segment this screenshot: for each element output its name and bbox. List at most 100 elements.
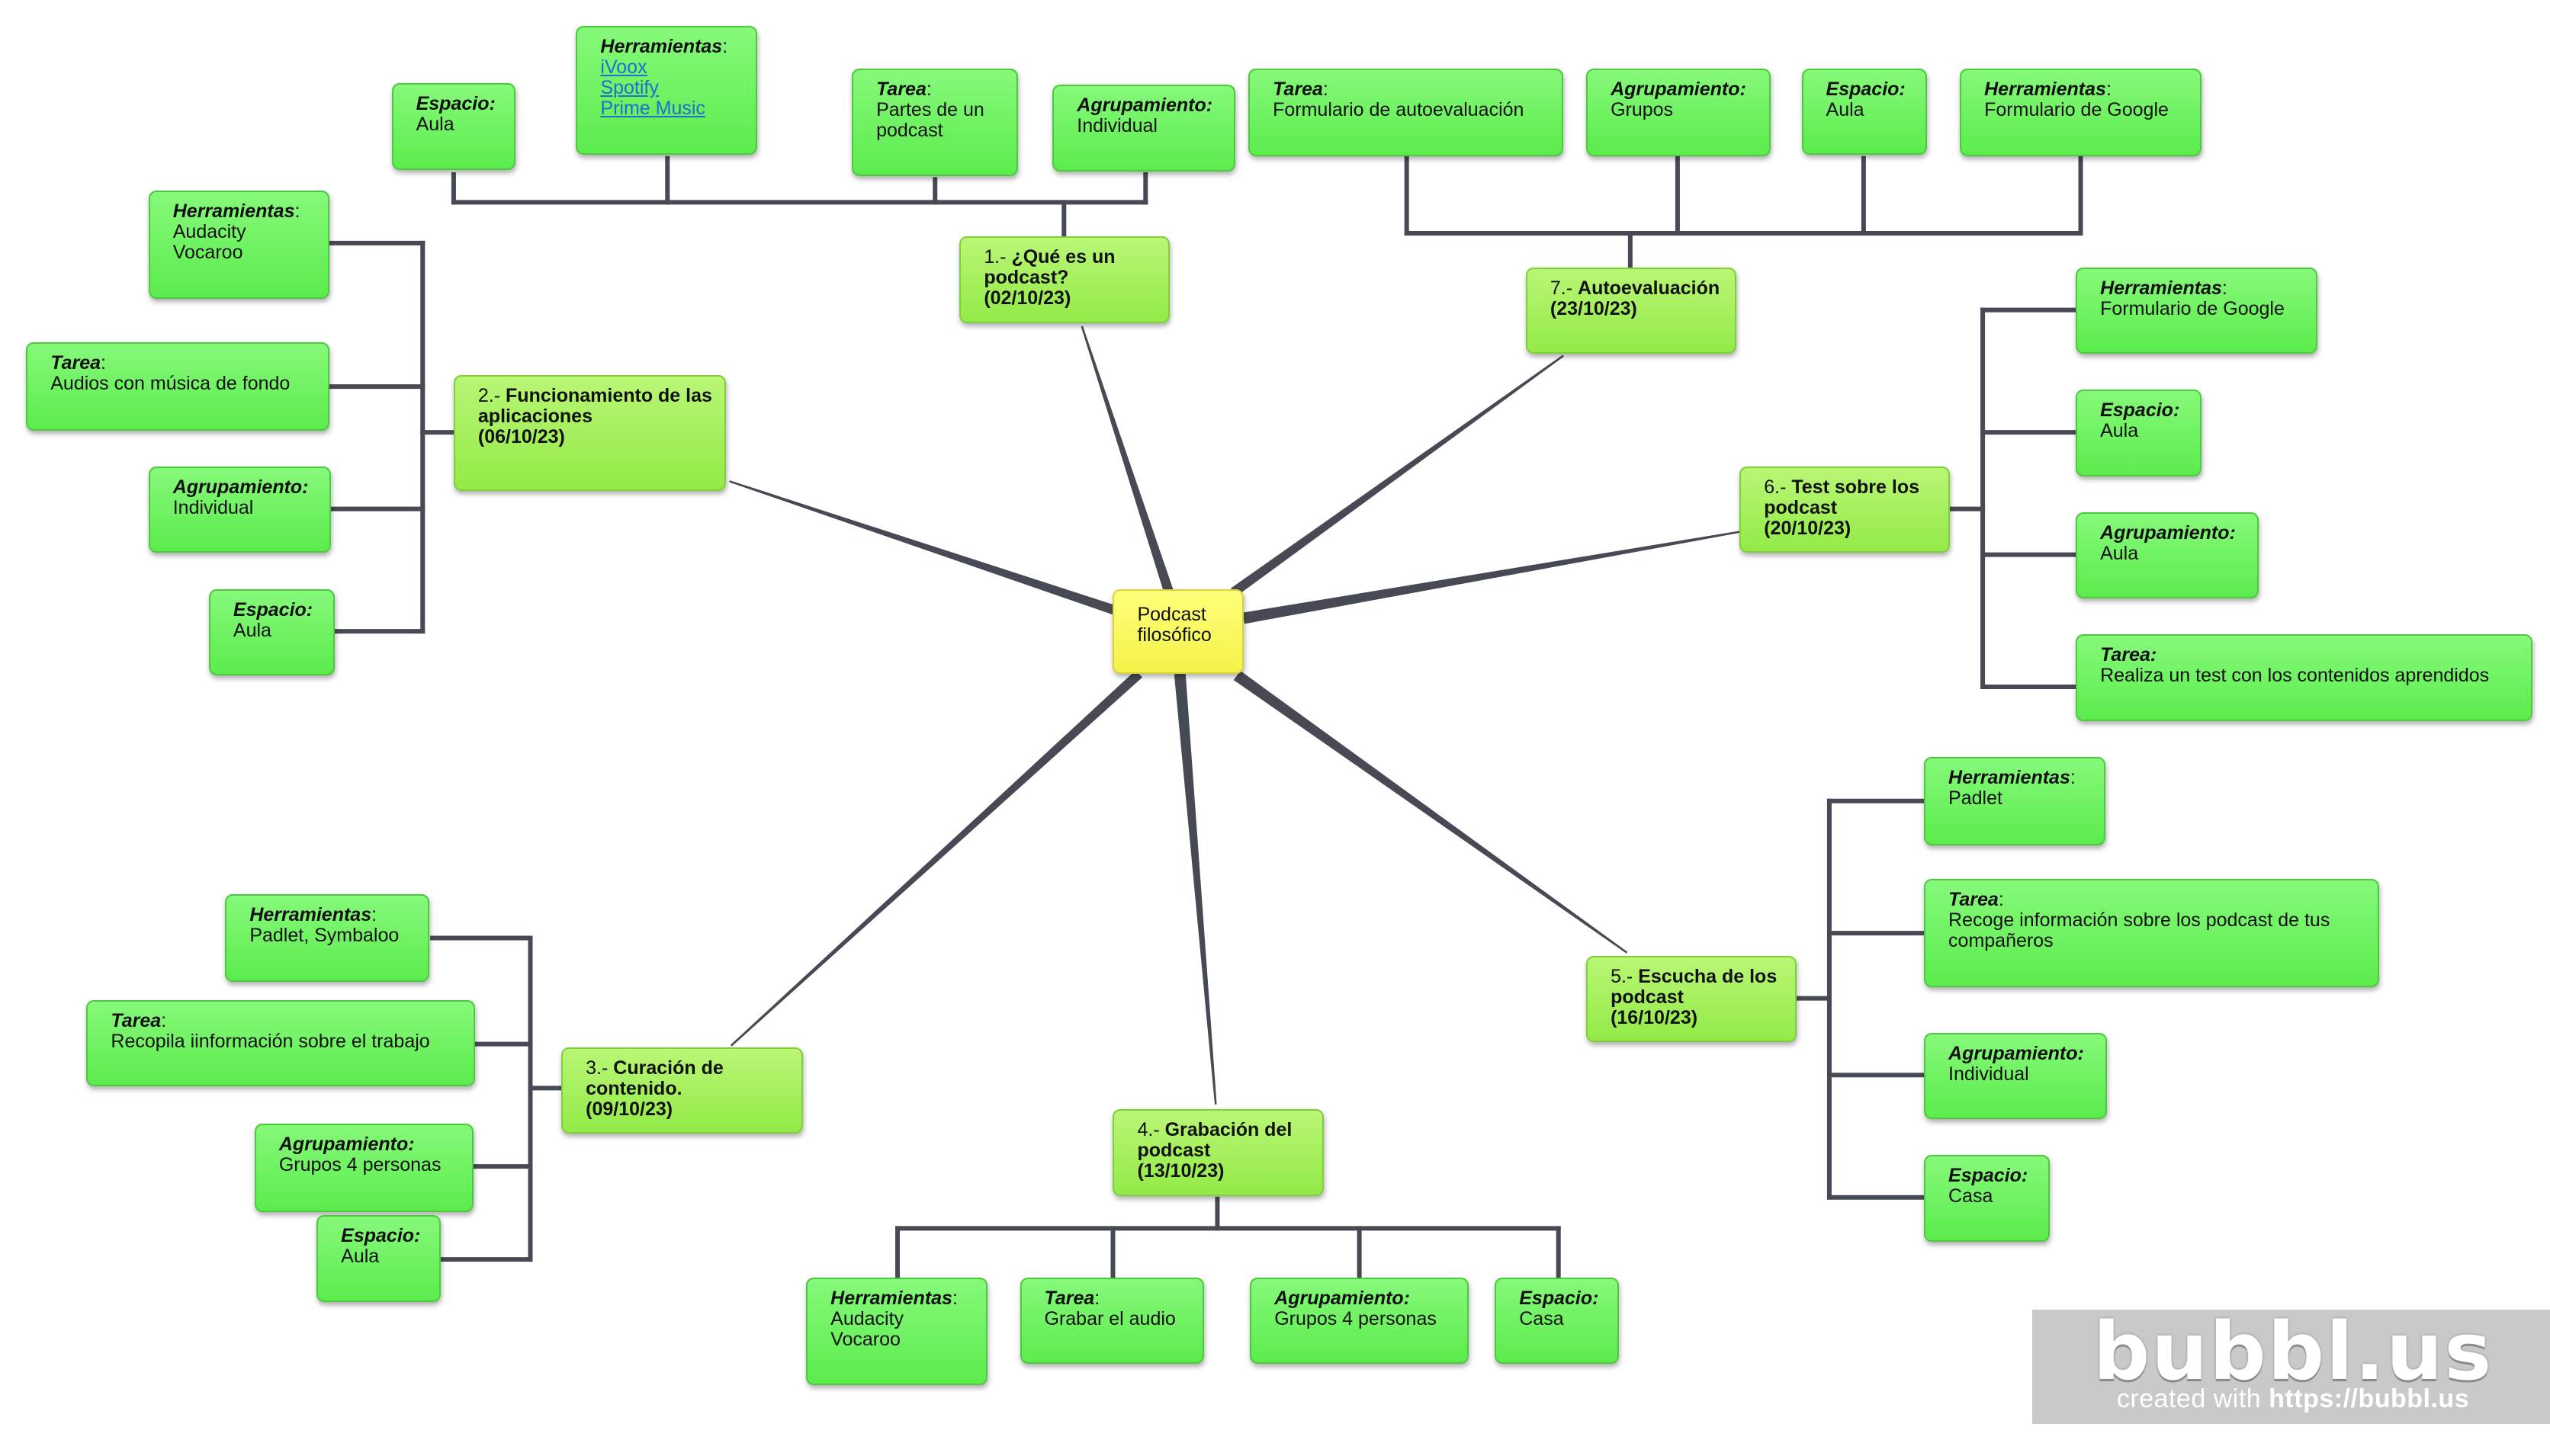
- topic-line: 7.- Autoevaluación: [1550, 277, 1724, 299]
- detail-key-line: Agrupamiento:: [279, 1134, 461, 1155]
- detail-node-t2c4[interactable]: Espacio:Aula: [208, 588, 335, 675]
- detail-link-spotify[interactable]: Spotify: [600, 77, 659, 99]
- detail-key-line: Herramientas:: [173, 201, 318, 222]
- detail-key: Agrupamiento:: [278, 1134, 415, 1156]
- detail-key: Espacio:: [233, 598, 313, 621]
- detail-key: Herramientas: [830, 1287, 952, 1309]
- topic-node-t7[interactable]: 7.- Autoevaluación(23/10/23): [1525, 267, 1736, 354]
- detail-node-t2c2[interactable]: Tarea:Audios con música de fondo: [26, 342, 330, 431]
- detail-node-t7c4[interactable]: Herramientas:Formulario de Google: [1960, 68, 2202, 157]
- detail-node-t5c4[interactable]: Espacio:Casa: [1924, 1155, 2050, 1242]
- detail-node-t5c1[interactable]: Herramientas:Padlet: [1924, 756, 2105, 845]
- bubblus-url[interactable]: https://bubbl.us: [2269, 1384, 2470, 1413]
- detail-key-line: Tarea:: [1273, 79, 1551, 100]
- detail-node-t6c3[interactable]: Agrupamiento:Aula: [2076, 512, 2259, 599]
- topic-line: contenido.: [586, 1077, 791, 1099]
- detail-value: Formulario de Google: [2100, 297, 2285, 319]
- topic-number: 4.-: [1137, 1119, 1165, 1141]
- topic-number: 2.-: [477, 385, 506, 407]
- spoke-connector-2: [729, 480, 1122, 617]
- detail-key: Agrupamiento:: [1274, 1287, 1411, 1309]
- topic-title-text: Curación de: [613, 1057, 724, 1079]
- topic-line: podcast: [1137, 1140, 1311, 1161]
- topic-number: 3.-: [586, 1057, 614, 1079]
- detail-key-line: Espacio:: [233, 598, 323, 621]
- detail-node-t2c3[interactable]: Agrupamiento:Individual: [148, 467, 332, 553]
- spoke-connector-4: [1174, 673, 1217, 1105]
- bubblus-watermark[interactable]: bubbl.us created with https://bubbl.us: [2032, 1310, 2550, 1424]
- detail-value: Aula: [233, 619, 271, 641]
- topic-title-text: podcast: [1611, 986, 1684, 1009]
- topic-title-text: podcast?: [984, 267, 1069, 289]
- topic-line: (13/10/23): [1137, 1161, 1311, 1182]
- detail-node-t7c3[interactable]: Espacio:Aula: [1801, 68, 1928, 156]
- detail-node-t5c3[interactable]: Agrupamiento:Individual: [1924, 1032, 2107, 1120]
- detail-key-line: Espacio:: [2100, 400, 2189, 421]
- topic-line: (16/10/23): [1611, 1008, 1784, 1028]
- detail-key: Tarea: [876, 78, 927, 100]
- topic-line: (09/10/23): [586, 1098, 791, 1120]
- detail-node-t6c1[interactable]: Herramientas:Formulario de Google: [2076, 267, 2317, 354]
- detail-node-t1c1[interactable]: Espacio:Aula: [391, 83, 516, 170]
- detail-key-line: Herramientas:: [2100, 277, 2305, 299]
- detail-node-t3c4[interactable]: Espacio:Aula: [316, 1215, 441, 1302]
- topic-title-text: contenido.: [586, 1077, 682, 1099]
- central-topic-text: Podcast: [1137, 603, 1206, 625]
- detail-key-line: Agrupamiento:: [1274, 1288, 1456, 1309]
- detail-node-t3c1[interactable]: Herramientas:Padlet, Symbaloo: [225, 893, 429, 983]
- topic-line: podcast: [1764, 498, 1938, 518]
- detail-node-t6c2[interactable]: Espacio:Aula: [2076, 390, 2202, 476]
- detail-value: Individual: [1948, 1063, 2029, 1085]
- detail-key-colon: :: [1322, 78, 1328, 100]
- detail-key-line: Agrupamiento:: [2100, 522, 2247, 544]
- detail-node-t5c2[interactable]: Tarea:Recoge información sobre los podca…: [1924, 879, 2380, 987]
- topic-title-text: aplicaciones: [477, 406, 593, 428]
- topic-title-text: Grabación del: [1164, 1119, 1293, 1141]
- detail-link-ivoox[interactable]: iVoox: [600, 56, 647, 79]
- detail-value: Aula: [2100, 420, 2139, 442]
- topic-line: 5.- Escucha de los: [1611, 967, 1784, 987]
- detail-value: Vocaroo: [830, 1328, 901, 1350]
- detail-node-t3c3[interactable]: Agrupamiento:Grupos 4 personas: [254, 1124, 474, 1212]
- detail-key: Agrupamiento:: [1948, 1042, 2084, 1064]
- topic-title-text: (23/10/23): [1550, 297, 1637, 319]
- topic-line: 2.- Funcionamiento de las: [478, 386, 714, 406]
- detail-node-t7c2[interactable]: Agrupamiento:Grupos: [1586, 68, 1771, 157]
- topic-line: 1.- ¿Qué es un: [984, 247, 1158, 268]
- detail-node-t4c2[interactable]: Tarea:Grabar el audio: [1020, 1277, 1205, 1365]
- detail-node-t1c4[interactable]: Agrupamiento:Individual: [1052, 85, 1235, 172]
- detail-key: Espacio:: [1519, 1287, 1599, 1309]
- detail-node-t4c3[interactable]: Agrupamiento:Grupos 4 personas: [1250, 1277, 1469, 1365]
- created-with-label: created with: [2116, 1384, 2269, 1413]
- detail-key-line: Herramientas:: [600, 37, 745, 57]
- topic-title-text: Escucha de los: [1638, 966, 1778, 988]
- topic-title-text: (06/10/23): [477, 426, 565, 448]
- spoke-connector-6: [1242, 531, 1740, 624]
- detail-value: Aula: [2100, 542, 2139, 564]
- detail-link-prime-music[interactable]: Prime Music: [600, 98, 705, 120]
- detail-key-colon: :: [1094, 1287, 1100, 1309]
- detail-key-colon: :: [161, 1009, 167, 1031]
- detail-key-colon: :: [722, 36, 728, 58]
- detail-key-colon: :: [294, 200, 300, 223]
- detail-node-t4c4[interactable]: Espacio:Casa: [1495, 1277, 1619, 1365]
- detail-value: Realiza un test con los contenidos apren…: [2100, 665, 2490, 687]
- detail-node-t7c1[interactable]: Tarea:Formulario de autoevaluación: [1248, 68, 1564, 157]
- detail-node-t6c4[interactable]: Tarea:Realiza un test con los contenidos…: [2076, 634, 2533, 721]
- detail-value: Grupos 4 personas: [278, 1154, 442, 1176]
- detail-node-t3c2[interactable]: Tarea:Recopila iinformación sobre el tra…: [86, 999, 475, 1087]
- detail-key: Herramientas: [1984, 78, 2106, 100]
- detail-key: Espacio:: [1826, 78, 1906, 100]
